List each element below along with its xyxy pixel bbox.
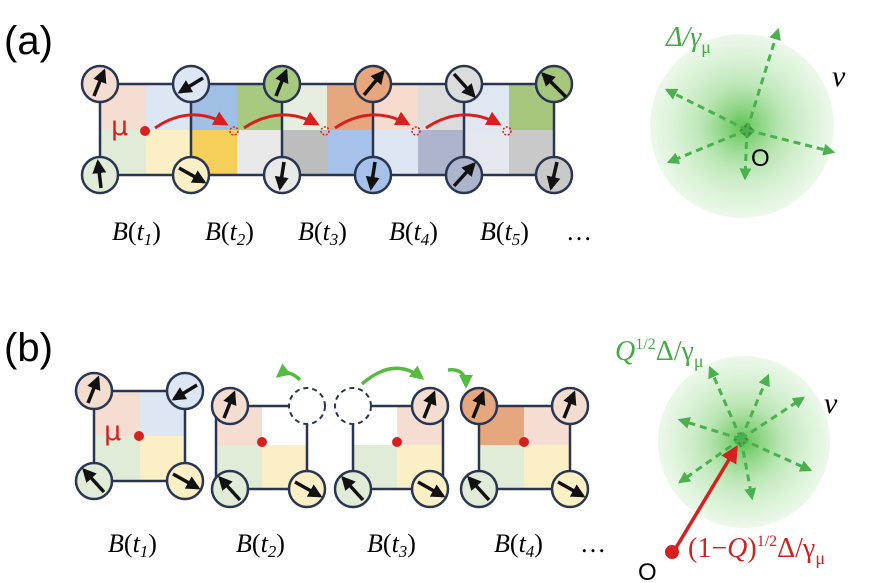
time-label: B(t5) (480, 217, 529, 249)
ellipsis: … (566, 217, 592, 246)
muon-dot-a (140, 126, 150, 136)
panel-b-plaquette-4 (447, 368, 590, 509)
panel-a-muon-hops: μ (111, 111, 512, 142)
origin-label-b: O (638, 559, 657, 583)
panel-a-time-labels: B(t1) B(t2) B(t3) B(t4) B(t5) … (112, 217, 592, 249)
time-label: B(t4) (389, 217, 438, 249)
panel-b-plaquette-2 (210, 363, 327, 509)
time-label: B(t1) (112, 217, 161, 249)
width-label-a: Δ/γμ (665, 22, 711, 57)
time-label: B(t4) (494, 529, 543, 561)
shift-label-b: (1−Q)1/2Δ/γμ (688, 533, 825, 568)
time-label: B(t2) (205, 217, 254, 249)
ellipsis: … (580, 529, 606, 558)
nu-label-b: ν (824, 387, 838, 420)
muon-label-b: μ (104, 416, 121, 447)
nu-label-a: ν (832, 60, 846, 93)
muon-label-a: μ (111, 111, 128, 142)
width-label-b: Q1/2Δ/γμ (615, 336, 704, 371)
time-label: B(t1) (108, 529, 157, 561)
panel-a-field-distribution: O Δ/γμ ν (650, 22, 846, 218)
panel-b-time-labels: B(t1) B(t2) B(t3) B(t4) … (108, 529, 606, 561)
panel-a-spins (80, 64, 574, 195)
panel-a-lattice (98, 82, 556, 177)
panel-b-plaquette-1: μ (74, 371, 205, 501)
time-label: B(t3) (367, 529, 416, 561)
panel-b-field-distribution: O Q1/2Δ/γμ (1−Q)1/2Δ/γμ ν (615, 336, 838, 583)
time-label: B(t3) (298, 217, 347, 249)
panel-label-a: (a) (4, 19, 53, 63)
muon-dot-b (134, 431, 144, 441)
time-label: B(t2) (236, 529, 285, 561)
panel-label-b: (b) (4, 326, 53, 370)
panel-b-plaquette-3 (333, 365, 450, 509)
origin-label-a: O (751, 145, 770, 172)
